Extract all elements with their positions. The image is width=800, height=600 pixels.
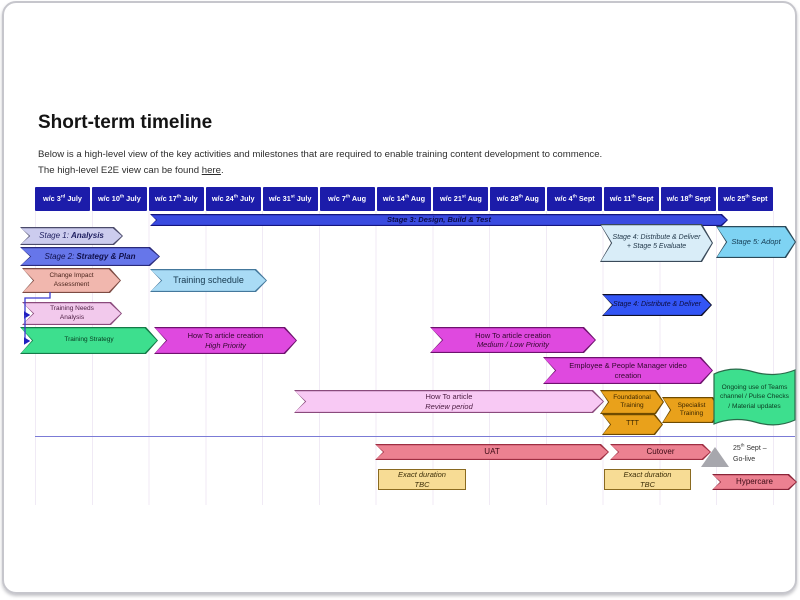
go-live-label: 25th Sept – Go-live [733, 442, 767, 463]
cutover-arrow[interactable]: Cutover [610, 444, 711, 460]
week-header-cell: w/c 11th Sept [604, 187, 660, 211]
week-header-cell: w/c 28th Aug [490, 187, 546, 211]
week-header-cell: w/c 3rd July [35, 187, 90, 211]
intro-line2: The high-level E2E view can be found [38, 165, 202, 177]
stage5-adopt-arrow[interactable]: Stage 5: Adopt [716, 226, 796, 258]
exact-duration-tbc-box-uat[interactable]: Exact duration TBC [378, 469, 466, 490]
stage3-bar[interactable]: Stage 3: Design, Build & Test [150, 214, 728, 226]
week-header-cell: w/c 21st Aug [433, 187, 489, 211]
week-header-cell: w/c 25th Sept [718, 187, 773, 211]
week-header-cell: w/c 18th Sept [661, 187, 717, 211]
foundational-training-arrow[interactable]: Foundational Training [600, 390, 664, 414]
wave-shape [713, 368, 796, 426]
exact-duration-tbc-box-cutover[interactable]: Exact duration TBC [604, 469, 691, 490]
week-header-cell: w/c 24th July [205, 187, 261, 211]
training-schedule-arrow[interactable]: Training schedule [150, 269, 267, 292]
ongoing-use-box[interactable]: Ongoing use of Teams channel / Pulse Che… [713, 366, 796, 428]
separator-line [35, 436, 795, 437]
week-header-cell: w/c 7th Aug [319, 187, 375, 211]
stage4-distribute-deliver-arrow[interactable]: Stage 4: Distribute & Deliver [602, 294, 712, 316]
intro-line1: Below is a high-level view of the key ac… [38, 149, 603, 160]
uat-arrow[interactable]: UAT [375, 444, 609, 460]
training-strategy-arrow[interactable]: Training Strategy [20, 327, 158, 354]
intro-text: Below is a high-level view of the key ac… [38, 149, 603, 177]
hypercare-arrow[interactable]: Hypercare [712, 474, 797, 490]
week-header-cell: w/c 4th Sept [547, 187, 603, 211]
specialist-training-arrow[interactable]: Specialist Training [662, 397, 721, 423]
week-header-cell: w/c 31st July [262, 187, 318, 211]
week-header-row: w/c 3rd July w/c 10th July w/c 17th July… [35, 187, 773, 211]
ttt-arrow[interactable]: TTT [602, 414, 663, 435]
week-header-cell: w/c 10th July [91, 187, 147, 211]
week-header-cell: w/c 17th July [148, 187, 204, 211]
stage1-arrow[interactable]: Stage 1: Analysis [20, 227, 123, 245]
page-title: Short-term timeline [38, 112, 213, 133]
here-link[interactable]: here [201, 165, 221, 177]
stage2-arrow[interactable]: Stage 2: Strategy & Plan [20, 247, 160, 266]
video-creation-arrow[interactable]: Employee & People Manager video creation [543, 357, 713, 384]
week-header-cell: w/c 14th Aug [376, 187, 432, 211]
connector-lines [23, 292, 51, 345]
stage4-distribute-box[interactable]: Stage 4: Distribute & Deliver + Stage 5 … [600, 224, 713, 262]
